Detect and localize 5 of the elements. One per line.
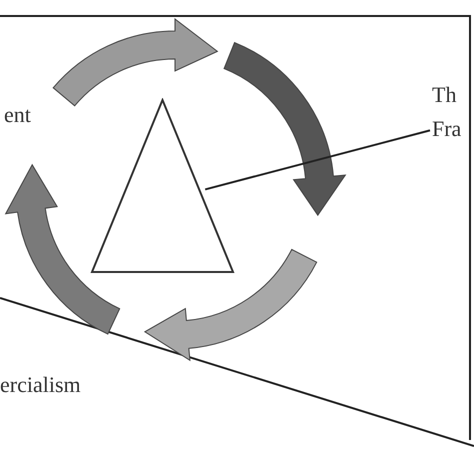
triangle-outline xyxy=(90,98,235,274)
text-label: ercialism xyxy=(0,371,81,399)
node-label: ent xyxy=(4,98,64,132)
leader-line xyxy=(204,129,430,190)
node-label: Th Fra xyxy=(432,78,472,146)
